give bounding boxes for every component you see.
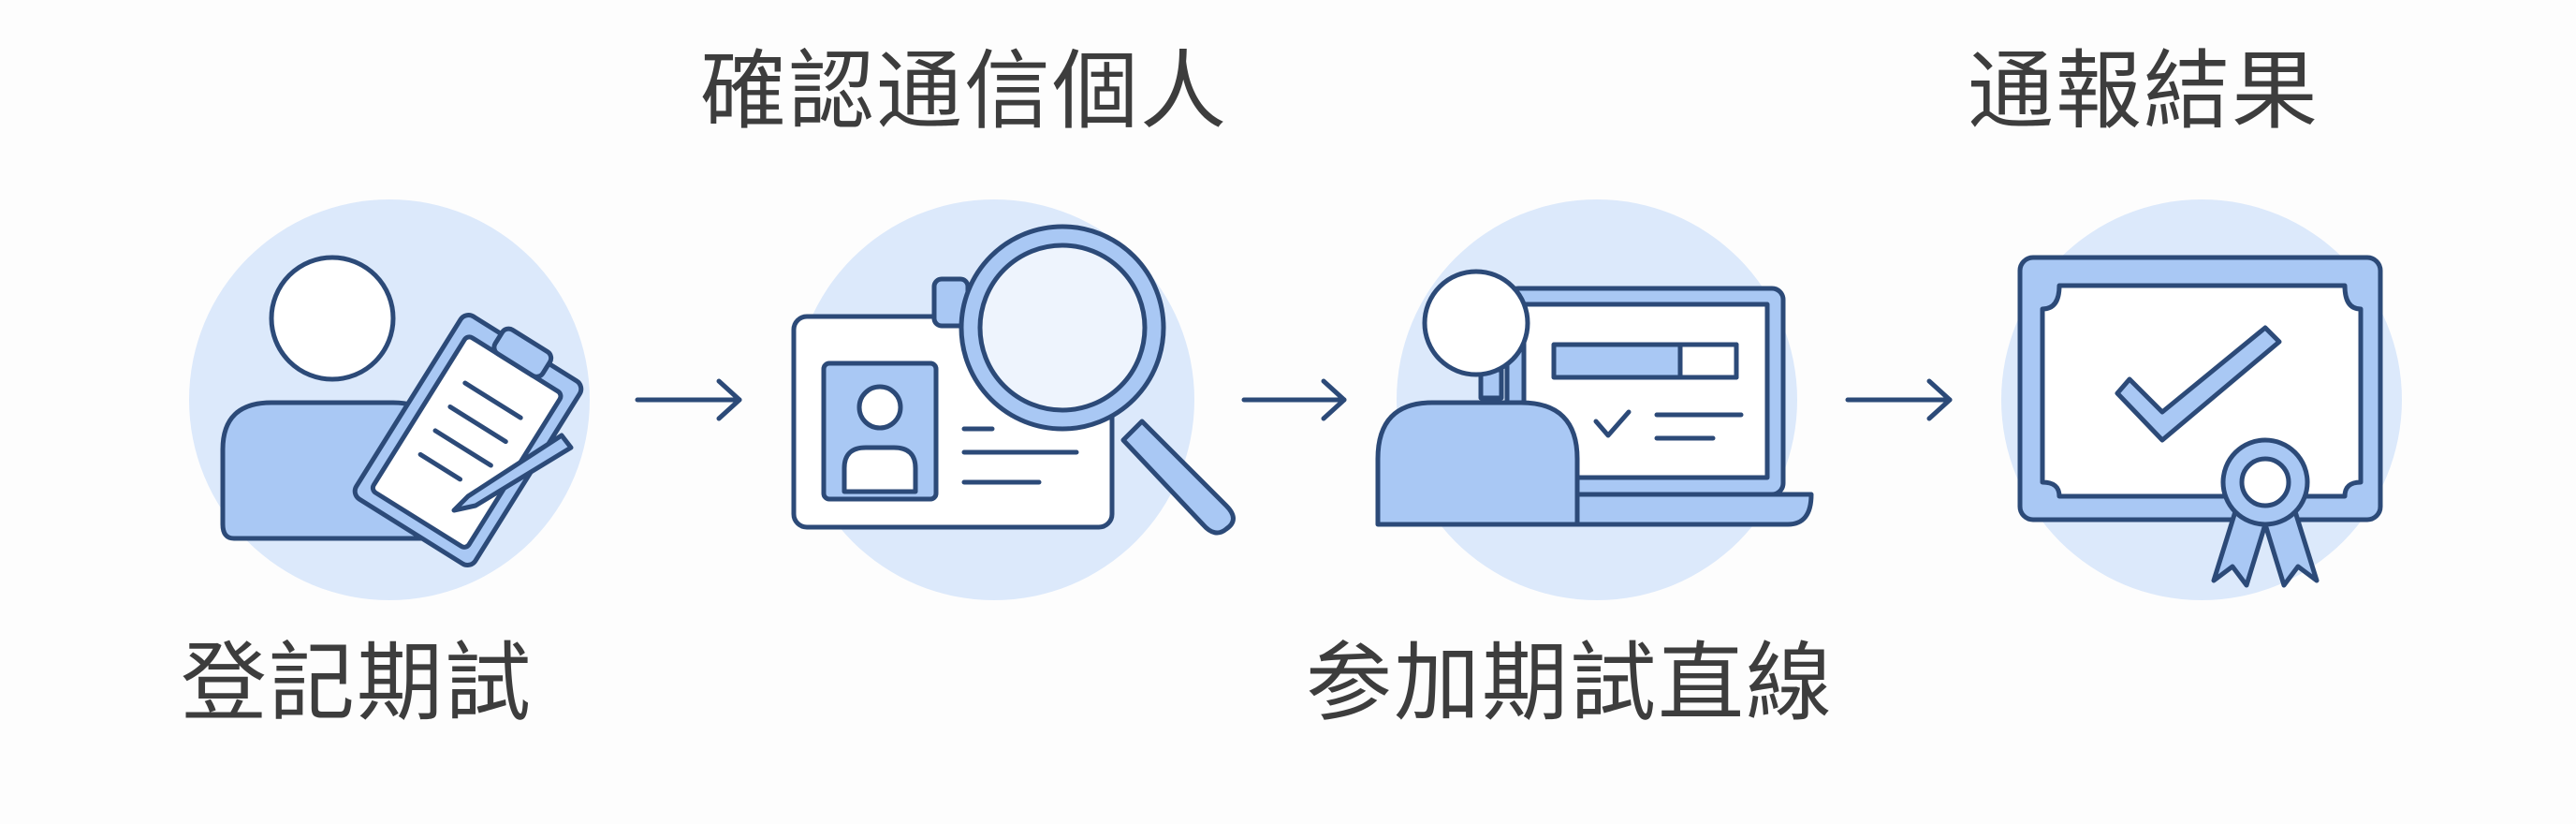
arrow-icon (1241, 378, 1347, 421)
step-3-label: 参加期試直線 (1306, 633, 1835, 733)
person-laptop-icon (1375, 269, 1814, 527)
certificate-icon (2017, 255, 2383, 588)
step-2-label: 確認通信個人 (700, 41, 1229, 141)
id-card-magnifier-icon (791, 224, 1236, 536)
arrow-icon (1845, 378, 1953, 421)
step-1-label: 登記期試 (181, 633, 534, 733)
person-clipboard-icon (220, 255, 584, 567)
arrow-icon (635, 378, 742, 421)
step-4-label: 通報結果 (1968, 41, 2320, 141)
